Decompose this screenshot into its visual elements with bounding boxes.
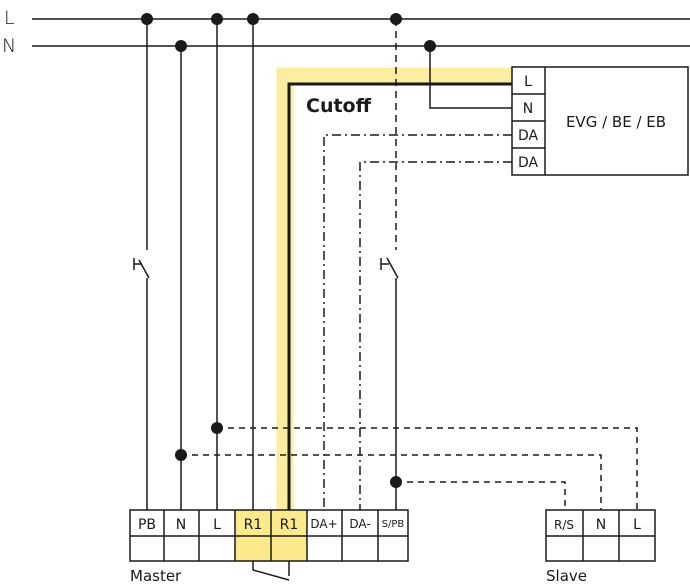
bus-n-label: N — [2, 35, 16, 57]
slave-terminal-rs: R/S — [554, 518, 574, 532]
slave-wires — [181, 427, 638, 510]
slave-terminal-l: L — [633, 517, 641, 533]
slave-label: Slave — [546, 567, 587, 585]
cutoff-label: Cutoff — [306, 95, 372, 117]
da-wires — [323, 134, 512, 510]
junction-dots — [141, 13, 436, 488]
spb-wire — [380, 19, 399, 510]
master-terminal-spb: S/PB — [382, 519, 405, 530]
slave-terminal-n: N — [596, 517, 606, 533]
cutoff-highlight — [276, 67, 512, 510]
master-terminal-da-plus: DA+ — [310, 517, 337, 531]
master-terminal-r1-a: R1 — [244, 517, 263, 533]
device-terminal-l: L — [524, 74, 532, 90]
master-terminal-block: PB N L R1 R1 DA+ DA- S/PB — [129, 509, 409, 562]
cutoff-wire — [287, 82, 512, 510]
device-label: EVG / BE / EB — [566, 113, 666, 131]
bus-l-label: L — [4, 7, 15, 29]
relay-contact-symbol — [252, 561, 290, 581]
master-terminal-l: L — [213, 517, 221, 533]
device-box: L N DA DA EVG / BE / EB — [511, 66, 689, 176]
master-terminal-da-minus: DA- — [349, 517, 370, 531]
solid-wires — [138, 19, 512, 510]
device-terminal-da-2: DA — [518, 155, 539, 171]
device-terminal-n: N — [523, 101, 533, 117]
slave-terminal-block: R/S N L — [545, 509, 656, 562]
pushbutton-symbol-master — [133, 258, 142, 270]
master-terminal-pb: PB — [138, 517, 156, 533]
master-terminal-r1-b: R1 — [280, 517, 299, 533]
master-label: Master — [130, 567, 182, 585]
master-terminal-n: N — [176, 517, 186, 533]
device-terminal-da-1: DA — [518, 128, 539, 144]
